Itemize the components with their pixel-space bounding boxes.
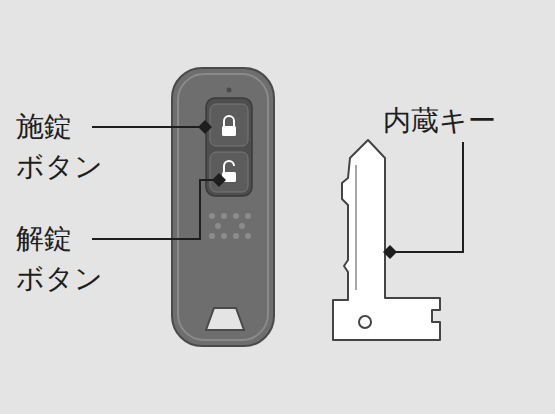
strap-hole <box>206 308 244 330</box>
key-groove <box>355 165 357 290</box>
lock-icon-body <box>222 126 236 136</box>
speaker-holes <box>209 213 251 239</box>
leader-lines <box>92 127 463 252</box>
part-label: 施錠 ボタン <box>16 107 108 187</box>
part-label: 内蔵キー <box>383 101 496 141</box>
key-ring-hole <box>359 316 371 328</box>
leader-diamonds <box>198 120 397 259</box>
key-fob <box>172 68 274 346</box>
lock-button <box>210 104 248 146</box>
indicator-dot <box>227 88 232 93</box>
button-panel <box>206 98 252 196</box>
built-in-key <box>333 140 440 340</box>
key-fob-edge <box>178 74 268 340</box>
unlock-button <box>210 152 248 192</box>
lock-icon-shackle <box>224 116 234 126</box>
unlock-icon-shackle <box>224 161 234 172</box>
part-label: 解錠 ボタン <box>16 219 108 299</box>
